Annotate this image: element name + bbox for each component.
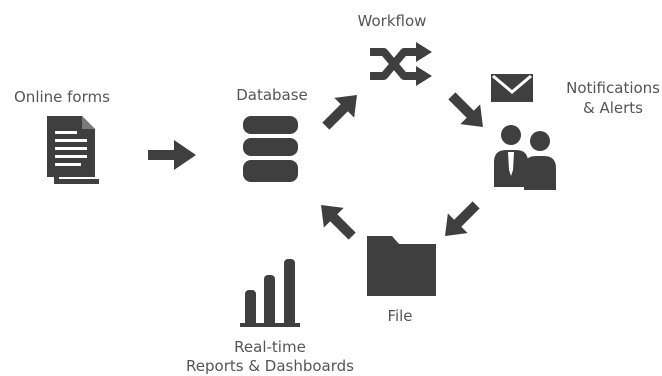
envelope-icon [491,74,533,102]
notifications-label-line2: & Alerts [583,99,643,117]
database-icon [243,116,298,182]
bar-chart-icon [240,259,300,327]
arrow-icon [148,140,196,170]
file-label: File [387,307,413,325]
online-forms-label: Online forms [14,88,110,106]
workflow-label: Workflow [357,12,427,30]
shuffle-icon [370,42,432,86]
document-icon [47,116,99,184]
reports-label-line2: Reports & Dashboards [186,357,354,375]
arrow-icon [448,92,483,127]
notifications-label-line1: Notifications [566,79,660,97]
reports-label-line1: Real-time [234,338,306,356]
database-label: Database [236,86,308,104]
users-icon [494,125,556,190]
arrow-icon [322,95,357,130]
arrow-icon [321,205,356,240]
folder-icon [367,236,436,296]
arrow-icon [445,201,480,236]
